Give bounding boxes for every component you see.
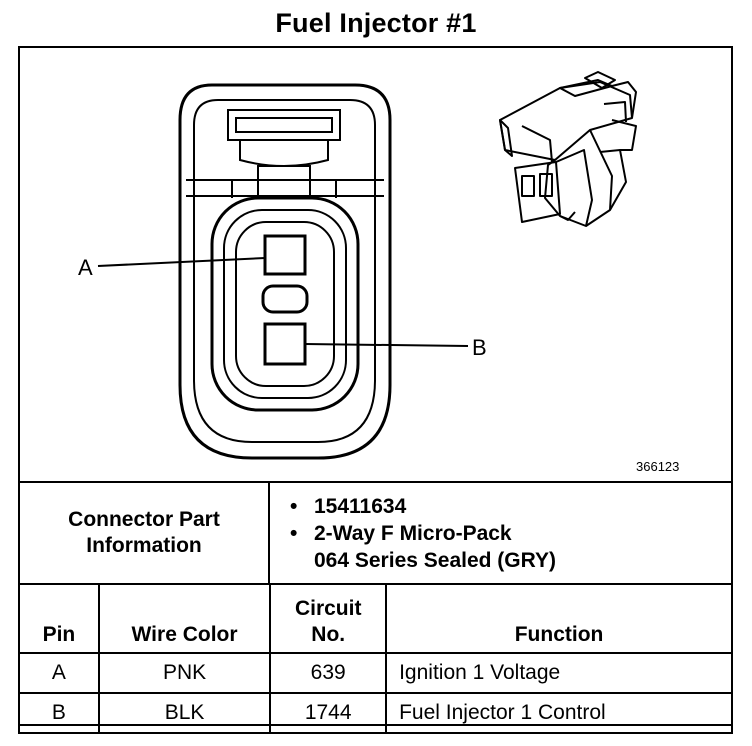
pin-table-header: Pin Wire Color Circuit No. Function — [18, 583, 733, 654]
pin-label-b: B — [472, 335, 487, 360]
description-line2: 064 Series Sealed (GRY) — [314, 548, 557, 572]
seal-inner — [235, 221, 335, 387]
seal-middle — [223, 209, 347, 399]
cell-function: Fuel Injector 1 Control — [385, 692, 733, 734]
part-number-item: • 15411634 — [290, 494, 407, 518]
connector-part-info-details: • 15411634 • 2-Way F Micro-Pack 064 Seri… — [268, 481, 733, 585]
cell-function: Ignition 1 Voltage — [385, 652, 733, 694]
header-wire-color: Wire Color — [97, 583, 272, 654]
cell-circuit: 1744 — [269, 692, 388, 734]
header-circuit: Circuit No. — [269, 583, 388, 654]
description-line1: 2-Way F Micro-Pack — [314, 521, 512, 545]
connector-iso-view — [499, 71, 637, 227]
figure-number: 366123 — [636, 459, 680, 474]
table-row: B BLK 1744 Fuel Injector 1 Control — [18, 692, 733, 734]
leader-a — [97, 257, 266, 267]
terminal-center — [261, 284, 309, 314]
header-pin: Pin — [18, 583, 100, 654]
page-title: Fuel Injector #1 — [275, 8, 477, 38]
part-number: 15411634 — [314, 494, 407, 518]
cell-wire-color: PNK — [97, 652, 272, 694]
cell-wire-color: BLK — [97, 692, 272, 734]
latch — [227, 109, 341, 141]
housing-outer — [178, 83, 392, 460]
terminal-a — [263, 234, 307, 276]
connector-front-view — [97, 83, 469, 460]
pin-table: Pin Wire Color Circuit No. Function A PN… — [18, 583, 733, 734]
seal-outer — [210, 196, 360, 412]
pin-label-a: A — [78, 255, 93, 280]
connector-part-info-label: Connector Part Information — [18, 481, 270, 585]
connector-part-info-table: Connector Part Information • 15411634 • … — [18, 481, 733, 585]
table-row: A PNK 639 Ignition 1 Voltage — [18, 652, 733, 694]
leader-b — [304, 343, 469, 347]
cell-pin: B — [18, 692, 100, 734]
terminal-b — [263, 322, 307, 366]
housing-inner — [193, 99, 376, 443]
header-function: Function — [385, 583, 733, 654]
description-item: • 2-Way F Micro-Pack — [290, 521, 512, 545]
cell-pin: A — [18, 652, 100, 694]
cell-circuit: 639 — [269, 652, 388, 694]
